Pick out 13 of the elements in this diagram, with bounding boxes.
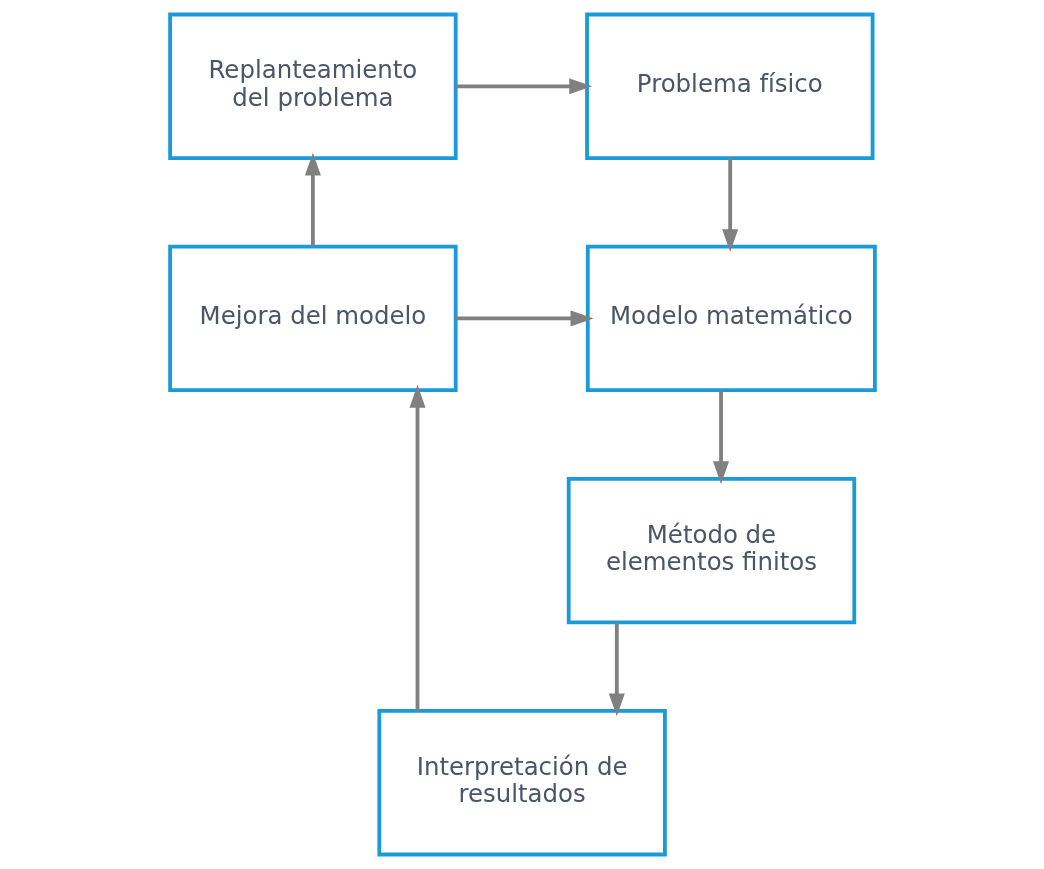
node-box: Interpretación de resultados xyxy=(376,709,667,857)
arrow xyxy=(408,384,426,711)
arrow xyxy=(712,390,729,485)
node-box: Replanteamiento del problema xyxy=(167,12,458,160)
arrow xyxy=(721,158,738,253)
arrow xyxy=(608,622,625,717)
node-box: Problema físico xyxy=(584,12,874,160)
node-box: Método de elementos finitos xyxy=(566,476,856,625)
node-box: Modelo matemático xyxy=(585,244,877,393)
arrow xyxy=(304,152,321,247)
node-box: Mejora del modelo xyxy=(167,244,458,393)
arrow xyxy=(455,310,593,327)
arrow xyxy=(455,78,592,95)
